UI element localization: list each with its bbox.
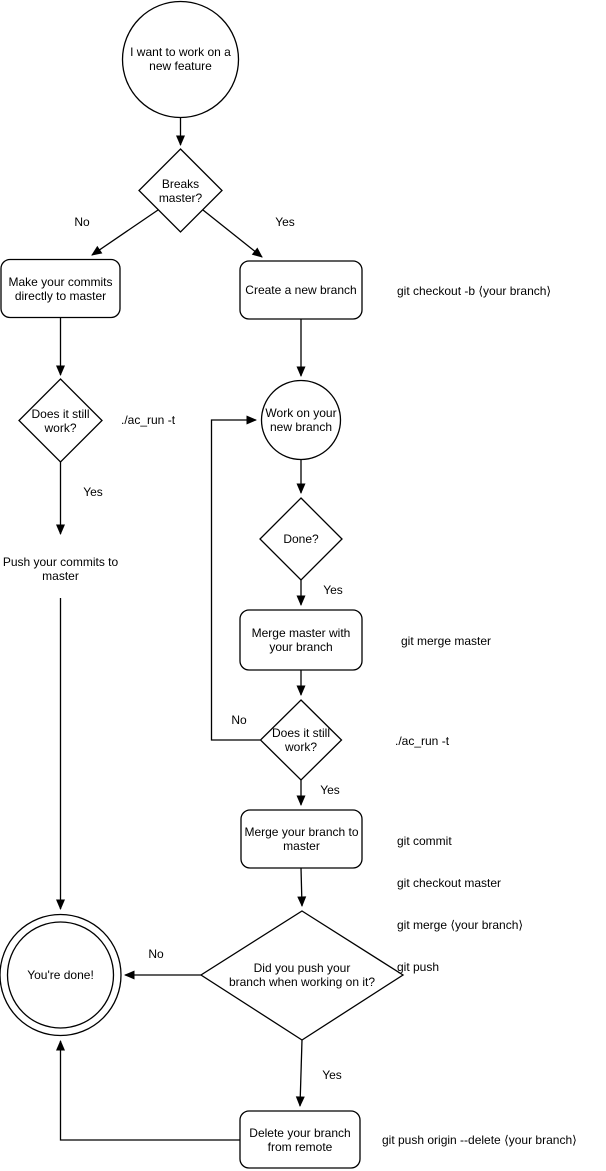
node-merge-master-label: Merge master with your branch [251, 626, 351, 654]
end-node-label: You're done! [27, 968, 94, 982]
edge-label-did-push-yes: Yes [322, 1068, 342, 1082]
node-delete-remote-box [239, 1110, 361, 1169]
decision-still-works-right-label: Does it still work? [271, 726, 330, 754]
node-push-commits-label: Push your commits to master [2, 554, 119, 583]
node-delete-remote-label: Delete your branch from remote [249, 1125, 351, 1154]
decision-still-works-right-diamond [259, 699, 343, 781]
start-node-label: I want to work on a new feature [130, 45, 231, 73]
annotation-merge-master-cmd: git merge master [401, 634, 492, 648]
edge-label-still-works-left-yes: Yes [83, 485, 103, 499]
decision-breaks-master-label: Breaks master? [158, 176, 203, 205]
decision-still-works-left-label: Does it still work? [31, 406, 90, 435]
node-work-on-branch-circle [260, 379, 342, 461]
annotation-cmd-git-commit: git commit [397, 834, 452, 848]
node-merge-branch-box [240, 809, 363, 869]
decision-still-works-left-diamond [18, 378, 103, 463]
edge-merge-branch-to-did-push [297, 867, 307, 907]
decision-breaks-master-diamond [138, 148, 223, 233]
edge-breaks-yes [202, 209, 263, 258]
edge-did-push-yes [295, 1039, 305, 1107]
decision-done-diamond [259, 497, 343, 581]
node-make-commits-label: Make your commits directly to master [8, 274, 113, 303]
annotation-delete-remote-cmd: git push origin --delete ⟨your branch⟩ [382, 1133, 577, 1147]
edge-still-works-right-no-loop [210, 415, 260, 741]
edge-label-breaks-no: No [74, 215, 90, 229]
decision-did-you-push-label: Did you push your branch when working on… [228, 961, 376, 989]
decision-did-you-push-diamond [199, 910, 405, 1041]
annotation-cmd-git-push: git push [397, 960, 440, 974]
node-work-on-branch-label: Work on your new branch [265, 406, 337, 434]
annotation-test-cmd-right: ./ac_run -t [395, 734, 450, 748]
edge-label-breaks-yes: Yes [275, 215, 295, 229]
annotation-test-cmd-left: ./ac_run -t [121, 413, 176, 427]
decision-done-label: Done? [283, 532, 319, 546]
edge-breaks-no [91, 209, 159, 256]
start-node-circle [121, 0, 240, 119]
annotation-cmd-git-checkout-master: git checkout master [397, 876, 502, 890]
node-create-branch-label: Create a new branch [245, 283, 357, 297]
node-merge-master-box [239, 609, 363, 671]
edge-label-still-works-right-no: No [231, 713, 247, 727]
end-node-inner-circle [6, 921, 115, 1029]
node-make-commits-box [0, 258, 121, 319]
edge-delete-remote-to-done [56, 1040, 240, 1141]
node-create-branch-box [239, 260, 363, 320]
annotation-cmd-git-merge-branch: git merge ⟨your branch⟩ [397, 918, 524, 932]
edge-label-did-push-no: No [148, 947, 164, 961]
edge-label-done-yes: Yes [323, 583, 343, 597]
edge-label-still-works-right-yes: Yes [320, 783, 340, 797]
annotation-merge-branch-cmds: git commit git checkout master git merge… [397, 806, 523, 1002]
node-merge-branch-label: Merge your branch to master [244, 825, 359, 853]
annotation-create-branch-cmd: git checkout -b ⟨your branch⟩ [397, 284, 552, 298]
